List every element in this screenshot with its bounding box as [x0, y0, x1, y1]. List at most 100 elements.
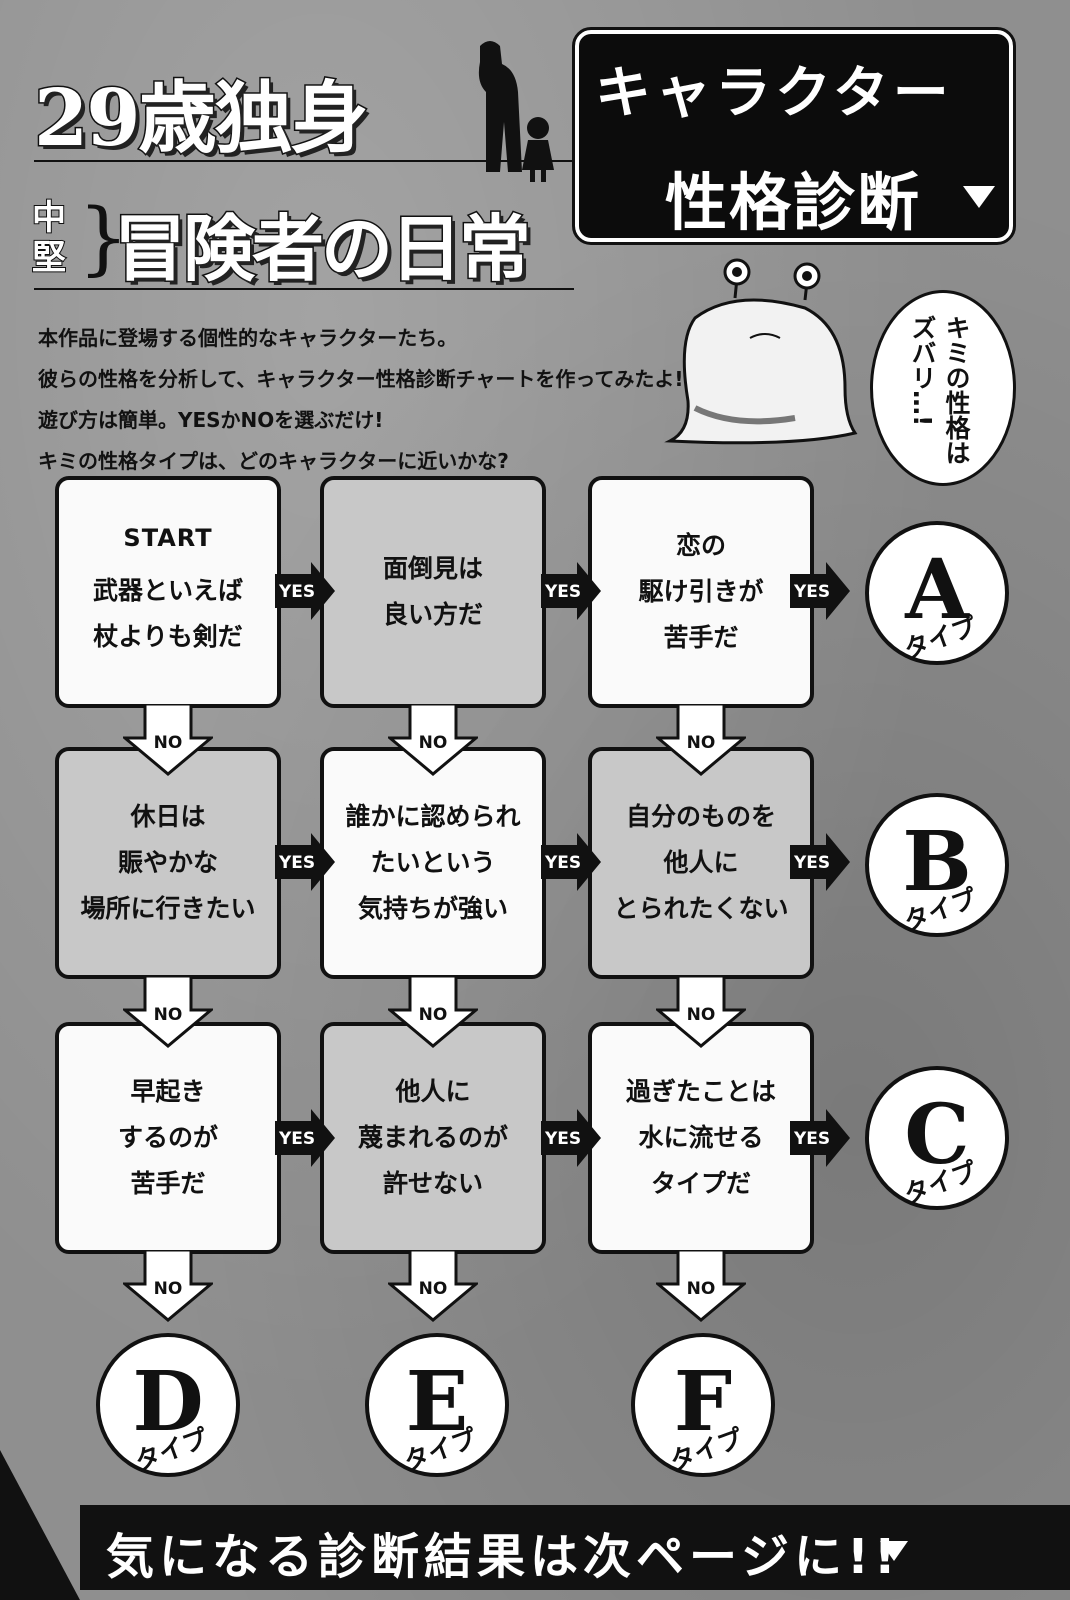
no-arrow: NO — [123, 1250, 213, 1322]
question-line: 他人に — [663, 848, 739, 877]
yes-arrow: YES — [275, 562, 335, 620]
result-type-a: A タイプ — [865, 521, 1009, 665]
question-line: 良い方だ — [382, 600, 483, 629]
question-line: 誰かに認められ — [345, 802, 521, 831]
no-arrow-label: NO — [687, 733, 716, 753]
yes-arrow: YES — [790, 562, 850, 620]
result-type-b: B タイプ — [865, 793, 1009, 937]
title-line1: 29歳独身 — [33, 72, 371, 166]
start-label: START — [123, 524, 213, 552]
question-line: 休日は — [130, 802, 206, 831]
yes-arrow-label: YES — [278, 853, 315, 873]
question-box: START 武器といえば 杖よりも剣だ — [55, 476, 281, 708]
question-line: 杖よりも剣だ — [93, 622, 243, 651]
question-line: 水に流せる — [638, 1123, 764, 1152]
intro-text: 本作品に登場する個性的なキャラクターたち。 彼らの性格を分析して、キャラクター性… — [38, 318, 688, 482]
slime-mascot — [664, 258, 858, 445]
question-line: 許せない — [382, 1169, 483, 1198]
question-line: 早起き — [130, 1077, 206, 1106]
question-line: 賑やかな — [117, 848, 218, 877]
no-arrow-label: NO — [154, 733, 183, 753]
result-type-e: E タイプ — [365, 1333, 509, 1477]
question-line: タイプだ — [650, 1169, 751, 1198]
question-line: 武器といえば — [92, 576, 243, 605]
result-letter: E — [406, 1354, 469, 1450]
question-line: 苦手だ — [663, 623, 739, 652]
result-letter: A — [904, 542, 970, 638]
question-line: 恋の — [675, 531, 726, 560]
result-letter: F — [674, 1354, 732, 1450]
no-arrow: NO — [388, 976, 478, 1048]
question-line: 自分のものを — [625, 802, 776, 831]
no-arrow: NO — [123, 704, 213, 776]
yes-arrow-label: YES — [278, 582, 315, 602]
question-line: するのが — [117, 1123, 218, 1152]
question-line: たいという — [370, 848, 496, 877]
yes-arrow: YES — [541, 833, 601, 891]
title-brace: } — [78, 191, 129, 284]
intro-line: キミの性格タイプは、どのキャラクターに近いかな? — [38, 449, 509, 473]
question-line: 気持ちが強い — [357, 894, 508, 923]
no-arrow-label: NO — [154, 1005, 183, 1025]
no-arrow-label: NO — [419, 1279, 448, 1299]
speech-bubble: キミの性格は ズバリ…! — [870, 290, 1016, 486]
question-box: 恋の 駆け引きが 苦手だ — [588, 476, 814, 708]
question-box: 他人に 蔑まれるのが 許せない — [320, 1022, 546, 1254]
question-box: 休日は 賑やかな 場所に行きたい — [55, 747, 281, 979]
intro-line: 本作品に登場する個性的なキャラクターたち。 — [38, 326, 458, 350]
question-line: 過ぎたことは — [625, 1077, 776, 1106]
intro-line: 彼らの性格を分析して、キャラクター性格診断チャートを作ってみたよ! — [38, 367, 684, 391]
yes-arrow-label: YES — [793, 582, 830, 602]
no-arrow-label: NO — [154, 1279, 183, 1299]
question-box: 過ぎたことは 水に流せる タイプだ — [588, 1022, 814, 1254]
yes-arrow: YES — [275, 833, 335, 891]
no-arrow: NO — [388, 704, 478, 776]
yes-arrow-label: YES — [544, 582, 581, 602]
header-bottom: 性格診断 — [665, 166, 922, 239]
characters-silhouette — [478, 41, 554, 182]
title-divider — [34, 160, 574, 162]
header-down-triangle-icon — [963, 186, 995, 208]
yes-arrow-label: YES — [793, 1129, 830, 1149]
result-letter: B — [902, 814, 971, 910]
title-line2-prefix: 中堅 — [31, 197, 67, 279]
intro-line: 遊び方は簡単。YESかNOを選ぶだけ! — [38, 408, 384, 432]
result-type-c: C タイプ — [865, 1066, 1009, 1210]
yes-arrow-label: YES — [278, 1129, 315, 1149]
bubble-line: キミの性格は — [942, 315, 971, 465]
question-line: 駆け引きが — [638, 577, 764, 606]
no-arrow: NO — [656, 1250, 746, 1322]
no-arrow: NO — [656, 704, 746, 776]
corner-decoration — [0, 1450, 80, 1600]
question-box: 面倒見は 良い方だ — [320, 476, 546, 708]
question-box: 早起き するのが 苦手だ — [55, 1022, 281, 1254]
yes-arrow: YES — [790, 833, 850, 891]
result-type-f: F タイプ — [631, 1333, 775, 1477]
yes-arrow: YES — [541, 562, 601, 620]
no-arrow: NO — [123, 976, 213, 1048]
no-arrow: NO — [388, 1250, 478, 1322]
yes-arrow-label: YES — [793, 853, 830, 873]
title-underline — [34, 288, 574, 290]
result-type-d: D タイプ — [96, 1333, 240, 1477]
footer-text: 気になる診断結果は次ページに!! — [106, 1529, 901, 1585]
header-top: キャラクター — [595, 61, 953, 126]
bubble-line: ズバリ…! — [908, 315, 937, 427]
question-box: 誰かに認められ たいという 気持ちが強い — [320, 747, 546, 979]
chart-header: キャラクター 性格診断 — [572, 27, 1016, 245]
no-arrow: NO — [656, 976, 746, 1048]
no-arrow-label: NO — [687, 1005, 716, 1025]
no-arrow-label: NO — [419, 1005, 448, 1025]
question-line: 苦手だ — [130, 1169, 206, 1198]
series-title: 29歳独身 中堅 } 冒険者の日常 — [30, 30, 630, 300]
title-line2: 冒険者の日常 — [112, 205, 532, 293]
question-box: 自分のものを 他人に とられたくない — [588, 747, 814, 979]
yes-arrow: YES — [790, 1109, 850, 1167]
question-line: 他人に — [395, 1077, 471, 1106]
footer-down-triangle-icon — [880, 1541, 908, 1561]
result-letter: D — [132, 1354, 203, 1450]
question-line: 蔑まれるのが — [357, 1123, 508, 1152]
footer-banner: 気になる診断結果は次ページに!! — [80, 1505, 1070, 1590]
no-arrow-label: NO — [687, 1279, 716, 1299]
yes-arrow-label: YES — [544, 853, 581, 873]
